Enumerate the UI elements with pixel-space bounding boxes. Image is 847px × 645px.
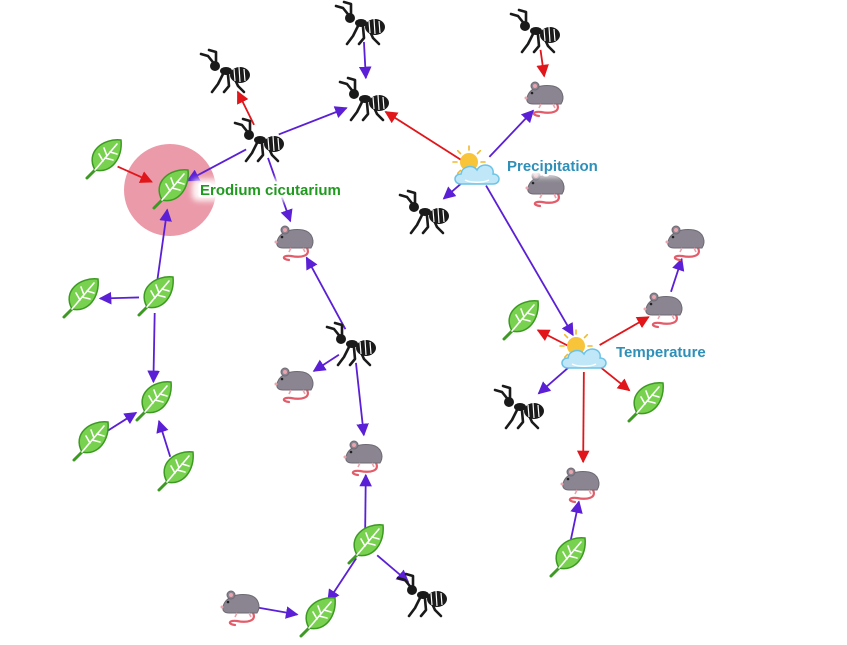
edge-l12-r7[interactable]	[569, 500, 583, 543]
edge-a6-r1[interactable]	[305, 256, 347, 330]
edge-t-r7[interactable]	[576, 371, 590, 464]
edge-p-t[interactable]	[485, 185, 574, 337]
edge-l8-a9[interactable]	[376, 554, 410, 583]
ant-icon[interactable]	[199, 48, 250, 94]
ant-icon[interactable]	[398, 189, 449, 235]
edge-a3-a1[interactable]	[236, 90, 255, 126]
leaf-icon[interactable]	[347, 524, 384, 565]
edge-a3-a4[interactable]	[278, 106, 348, 136]
edge-r5-r6[interactable]	[670, 257, 685, 293]
edge-l4-l3[interactable]	[98, 291, 140, 305]
rodent-icon[interactable]	[524, 81, 564, 118]
edge-a2-a4[interactable]	[358, 41, 372, 80]
ant-icon[interactable]	[493, 384, 544, 430]
precipitation-label[interactable]: Precipitation	[500, 155, 612, 178]
edge-t-r5[interactable]	[599, 316, 650, 346]
edge-t-l10[interactable]	[536, 329, 569, 347]
leaf-icon[interactable]	[152, 169, 189, 210]
edge-l4-e[interactable]	[156, 208, 172, 282]
rodent-icon[interactable]	[560, 467, 600, 504]
edge-l1-e[interactable]	[117, 165, 153, 183]
edge-t-a8[interactable]	[537, 365, 572, 395]
edge-l8-r3[interactable]	[359, 473, 372, 530]
ant-icon[interactable]	[338, 76, 389, 122]
precipitation-label-text: Precipitation	[507, 158, 598, 175]
edge-p-r4[interactable]	[488, 109, 535, 158]
erodium-label-text: Erodium cicutarium	[200, 182, 341, 199]
rodent-icon[interactable]	[274, 225, 314, 262]
leaf-icon[interactable]	[72, 421, 109, 462]
leaf-icon[interactable]	[299, 597, 336, 638]
edge-a3-e[interactable]	[186, 148, 247, 182]
edge-layer	[98, 41, 685, 619]
edge-t-l11[interactable]	[597, 364, 631, 392]
leaf-icon[interactable]	[157, 451, 194, 492]
ant-icon[interactable]	[325, 321, 376, 367]
leaf-icon[interactable]	[549, 537, 586, 578]
ant-icon[interactable]	[334, 0, 385, 46]
rodent-icon[interactable]	[220, 590, 260, 627]
weather-icon[interactable]	[452, 145, 500, 185]
erodium-label[interactable]: Erodium cicutarium	[192, 179, 362, 202]
edge-a6-r2[interactable]	[312, 354, 340, 372]
label-layer: Erodium cicutarium Precipitation Tempera…	[192, 155, 721, 364]
edge-l7-l5[interactable]	[156, 419, 172, 458]
ant-icon[interactable]	[509, 8, 560, 54]
edge-r9-l9[interactable]	[258, 606, 299, 619]
leaf-icon[interactable]	[85, 139, 122, 180]
edge-l4-l5[interactable]	[147, 312, 160, 384]
leaf-icon[interactable]	[627, 382, 664, 423]
ant-icon[interactable]	[396, 572, 447, 618]
rodent-icon[interactable]	[643, 292, 683, 329]
rodent-icon[interactable]	[665, 225, 705, 262]
temperature-label-text: Temperature	[616, 344, 706, 361]
rodent-icon[interactable]	[343, 440, 383, 477]
leaf-icon[interactable]	[502, 300, 539, 341]
leaf-icon[interactable]	[137, 276, 174, 317]
edge-a6-r3[interactable]	[355, 362, 369, 437]
rodent-icon[interactable]	[525, 171, 565, 208]
edge-l8-l9[interactable]	[327, 557, 357, 603]
weather-icon[interactable]	[559, 329, 607, 369]
temperature-label[interactable]: Temperature	[609, 341, 721, 364]
leaf-icon[interactable]	[135, 381, 172, 422]
edge-l6-l5[interactable]	[103, 411, 138, 435]
rodent-icon[interactable]	[274, 367, 314, 404]
ant-icon[interactable]	[233, 117, 284, 163]
leaf-icon[interactable]	[62, 278, 99, 319]
node-layer	[62, 0, 705, 638]
edge-p-a4[interactable]	[384, 111, 463, 162]
edge-a5-r4[interactable]	[536, 49, 549, 78]
